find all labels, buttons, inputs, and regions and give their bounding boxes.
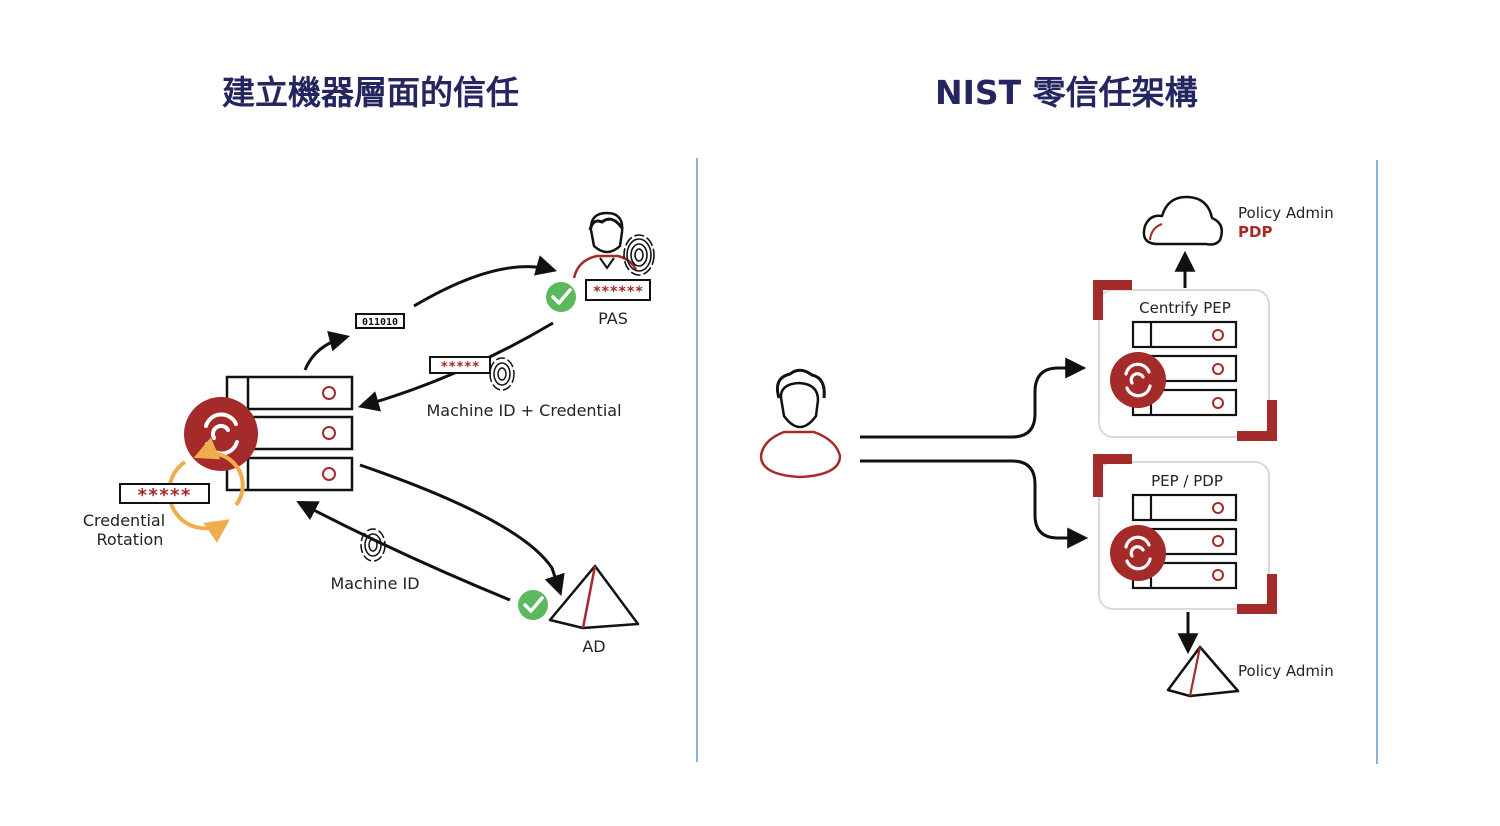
fingerprint-icon bbox=[623, 234, 655, 276]
arrow-server-to-binary bbox=[303, 331, 351, 371]
centrify-pep-logo-icon bbox=[1110, 352, 1166, 408]
policy-admin-pyramid-icon bbox=[1166, 645, 1240, 698]
credential-rotation-label-2: Rotation bbox=[97, 530, 164, 549]
right-title: NIST 零信任架構 bbox=[935, 73, 1198, 112]
credential-rotation-label-1: Credential bbox=[83, 511, 165, 530]
arrow-user-to-centrify-pep bbox=[860, 357, 1087, 439]
check-icon bbox=[546, 282, 576, 312]
rotation-stars: ***** bbox=[137, 485, 191, 506]
rotation-cycle-icon bbox=[167, 437, 245, 543]
credential-fingerprint-icon bbox=[489, 357, 515, 391]
ad-check-icon bbox=[518, 590, 548, 620]
machine-fingerprint-icon bbox=[360, 528, 386, 562]
credential-stars: ***** bbox=[440, 360, 479, 375]
pas-password-stars: ****** bbox=[593, 284, 644, 300]
rotation-password-box bbox=[119, 483, 210, 504]
centrify-logo-icon bbox=[184, 397, 258, 471]
pep-pdp-label: PEP / PDP bbox=[1151, 472, 1223, 490]
arrow-server-to-ad bbox=[359, 463, 565, 596]
cloud-icon bbox=[1142, 195, 1223, 246]
binary-badge bbox=[355, 313, 405, 329]
left-title: 建立機器層面的信任 bbox=[222, 73, 519, 112]
arrow-binary-to-pas bbox=[413, 255, 558, 308]
pdp-label: PDP bbox=[1238, 223, 1272, 241]
policy-admin-top-label: Policy Admin bbox=[1238, 204, 1334, 222]
arrow-ad-to-server bbox=[296, 501, 511, 602]
pas-user-icon bbox=[572, 211, 638, 279]
machine-id-credential-label: Machine ID + Credential bbox=[426, 401, 621, 420]
ad-pyramid-icon bbox=[548, 564, 640, 630]
binary-badge-text: 011010 bbox=[362, 317, 398, 328]
pas-password-box bbox=[585, 279, 651, 301]
centrify-pep-label: Centrify PEP bbox=[1139, 299, 1231, 317]
arrow-user-to-pep-pdp bbox=[860, 459, 1089, 549]
credential-password-box bbox=[429, 356, 491, 374]
policy-admin-bottom-label: Policy Admin bbox=[1238, 662, 1334, 680]
user-icon bbox=[759, 368, 842, 479]
pep-pdp-logo-icon bbox=[1110, 525, 1166, 581]
pas-label: PAS bbox=[598, 309, 628, 328]
machine-id-label: Machine ID bbox=[330, 574, 419, 593]
ad-label: AD bbox=[582, 637, 605, 656]
server-stack bbox=[225, 375, 354, 492]
